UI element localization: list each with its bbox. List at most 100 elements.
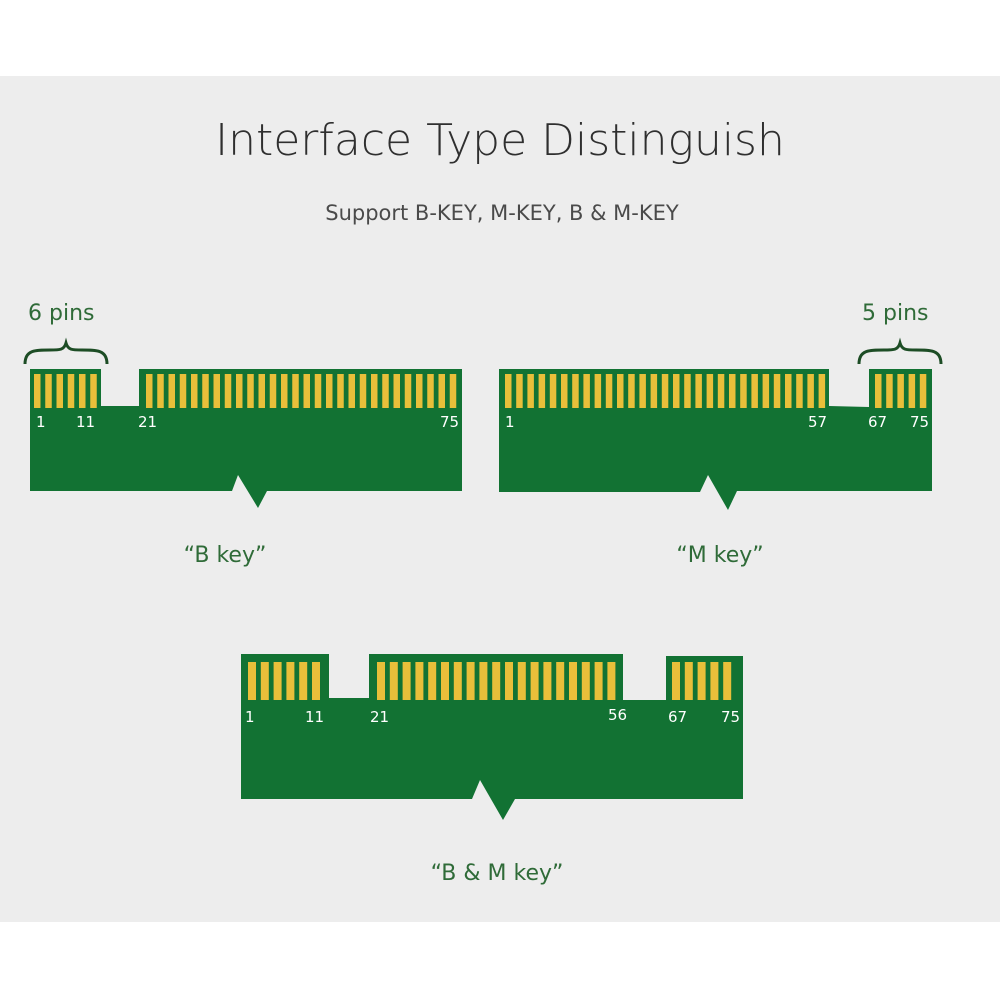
gold-pin <box>684 374 691 408</box>
gold-pin <box>556 662 565 700</box>
gold-pin <box>505 662 513 700</box>
pin-label: 67 <box>868 413 887 431</box>
gold-pin <box>202 374 209 408</box>
pin-label: 11 <box>76 413 95 431</box>
gold-pin <box>572 374 579 408</box>
gold-pin <box>639 374 646 408</box>
gold-pin <box>281 374 288 408</box>
gold-pin <box>371 374 378 408</box>
gold-pin <box>377 662 385 700</box>
gold-pin <box>146 374 153 408</box>
gold-pin <box>312 662 320 700</box>
gold-pin <box>569 662 577 700</box>
gold-pin <box>617 374 624 408</box>
gold-pin <box>773 374 781 408</box>
b-key-connector: 6 pins 1 11 21 75 “B key” <box>23 301 462 568</box>
gold-pin <box>56 374 63 408</box>
gold-pin <box>549 374 557 408</box>
gold-pin <box>303 374 310 408</box>
bm-key-connector: 1 11 21 56 67 75 “B & M key” <box>241 654 743 886</box>
brace-icon <box>857 337 943 365</box>
pin-label: 75 <box>910 413 929 431</box>
gold-pin <box>286 662 295 700</box>
gold-pin <box>260 662 269 700</box>
gold-pin <box>415 662 424 700</box>
brace-icon <box>23 337 109 365</box>
gold-pin <box>581 662 590 700</box>
gold-pin <box>492 662 501 700</box>
gold-pin <box>505 374 512 408</box>
gold-pin <box>404 374 412 408</box>
gold-pin <box>273 662 282 700</box>
gold-pin <box>416 374 423 408</box>
gold-pin <box>710 662 719 700</box>
gold-pin <box>919 374 927 408</box>
gold-pin <box>762 374 770 408</box>
b-key-caption: “B key” <box>184 543 267 568</box>
gold-pin <box>684 662 693 700</box>
gold-pin <box>530 662 539 700</box>
gold-pin <box>337 374 344 408</box>
gold-pin <box>697 662 706 700</box>
gold-pin <box>466 662 475 700</box>
gold-pin <box>441 662 449 700</box>
gold-pin <box>594 662 603 700</box>
gold-pin <box>594 374 602 408</box>
gold-pin <box>45 374 52 408</box>
gold-pin <box>751 374 758 408</box>
gold-pin <box>247 374 254 408</box>
gold-pin <box>723 662 732 700</box>
pin-label: 1 <box>505 413 515 431</box>
gold-pin <box>706 374 714 408</box>
gold-pin <box>453 662 462 700</box>
gold-pin <box>402 662 411 700</box>
pin-label: 11 <box>305 708 324 726</box>
gold-pin <box>393 374 400 408</box>
gold-pin <box>359 374 367 408</box>
gold-pin <box>479 662 488 700</box>
subtitle: Support B-KEY, M-KEY, B & M-KEY <box>325 201 679 225</box>
page-title: Interface Type Distinguish <box>215 115 785 166</box>
pin-label: 75 <box>721 708 740 726</box>
bm-key-pins <box>248 662 732 700</box>
gold-pin <box>740 374 747 408</box>
pin-label: 75 <box>440 413 459 431</box>
gold-pin <box>607 662 616 700</box>
pin-label: 21 <box>138 413 157 431</box>
gold-pin <box>168 374 175 408</box>
pin-label: 67 <box>668 708 687 726</box>
gold-pin <box>538 374 546 408</box>
gold-pin <box>389 662 398 700</box>
pin-label: 57 <box>808 413 827 431</box>
gold-pin <box>34 374 41 408</box>
m-key-connector: 5 pins 1 57 67 75 “M key” <box>499 301 943 568</box>
m-key-brace-label: 5 pins <box>862 301 928 326</box>
gold-pin <box>258 374 265 408</box>
gold-pin <box>299 662 308 700</box>
gold-pin <box>908 374 916 408</box>
bm-key-board <box>241 654 743 820</box>
gold-pin <box>67 374 75 408</box>
gold-pin <box>695 374 702 408</box>
gold-pin <box>248 662 256 700</box>
gold-pin <box>527 374 534 408</box>
gold-pin <box>729 374 736 408</box>
b-key-brace-label: 6 pins <box>28 301 94 326</box>
gold-pin <box>292 374 299 408</box>
gold-pin <box>213 374 220 408</box>
gold-pin <box>269 374 277 408</box>
pin-label: 21 <box>370 708 389 726</box>
gold-pin <box>179 374 187 408</box>
gold-pin <box>314 374 322 408</box>
gold-pin <box>583 374 590 408</box>
gold-pin <box>427 374 434 408</box>
gold-pin <box>543 662 552 700</box>
gold-pin <box>807 374 814 408</box>
gold-pin <box>438 374 445 408</box>
gold-pin <box>561 374 568 408</box>
gold-pin <box>605 374 613 408</box>
gold-pin <box>673 374 680 408</box>
gold-pin <box>348 374 355 408</box>
gold-pin <box>717 374 725 408</box>
